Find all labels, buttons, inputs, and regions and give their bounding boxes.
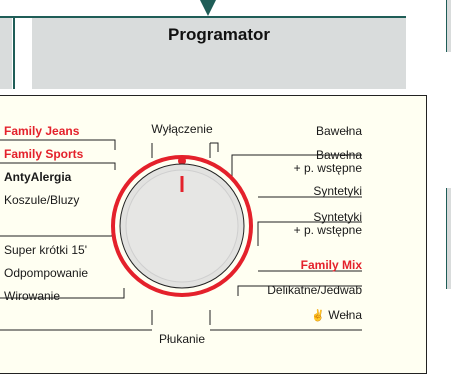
program-bawelna-prewash-sub: + p. wstępne bbox=[293, 161, 362, 175]
program-odpompowanie[interactable]: Odpompowanie bbox=[4, 266, 89, 280]
program-rinse[interactable]: Płukanie bbox=[158, 332, 206, 346]
left-gray-divider bbox=[15, 18, 31, 89]
program-syntetyki[interactable]: Syntetyki bbox=[313, 184, 362, 198]
program-antyalergia[interactable]: AntyAlergia bbox=[4, 170, 72, 184]
page-title: Programator bbox=[167, 25, 271, 44]
program-family-jeans[interactable]: Family Jeans bbox=[4, 124, 80, 138]
program-wirowanie[interactable]: Wirowanie bbox=[4, 289, 61, 303]
program-family-mix[interactable]: Family Mix bbox=[300, 258, 362, 272]
program-bawelna-prewash[interactable]: Bawełna bbox=[315, 148, 362, 162]
program-welna-label: Wełna bbox=[328, 308, 362, 322]
wool-hand-wash-icon: ✌ bbox=[311, 310, 325, 322]
program-off[interactable]: Wyłączenie bbox=[151, 122, 213, 136]
header-panel bbox=[32, 18, 406, 89]
program-selector-knob[interactable] bbox=[120, 164, 244, 288]
off-position-dot bbox=[178, 157, 186, 165]
left-gray-column bbox=[0, 18, 12, 89]
program-welna[interactable]: ✌ Wełna bbox=[262, 308, 362, 323]
program-syntetyki-prewash[interactable]: Syntetyki bbox=[313, 210, 362, 224]
program-delikatne-jedwab[interactable]: Delikatne/Jedwab bbox=[267, 283, 362, 297]
left-teal-divider bbox=[13, 18, 15, 89]
header-arrow-icon bbox=[200, 0, 216, 16]
program-bawelna[interactable]: Bawełna bbox=[315, 124, 362, 138]
program-super-krotki[interactable]: Super krótki 15' bbox=[4, 243, 87, 257]
right-edge-panel-mid bbox=[446, 188, 451, 289]
right-edge-panel-top bbox=[446, 0, 451, 52]
header-teal-line bbox=[0, 16, 406, 18]
program-koszule-bluzy[interactable]: Koszule/Bluzy bbox=[4, 193, 80, 207]
program-syntetyki-prewash-sub: + p. wstępne bbox=[293, 223, 362, 237]
program-family-sports[interactable]: Family Sports bbox=[4, 147, 84, 161]
